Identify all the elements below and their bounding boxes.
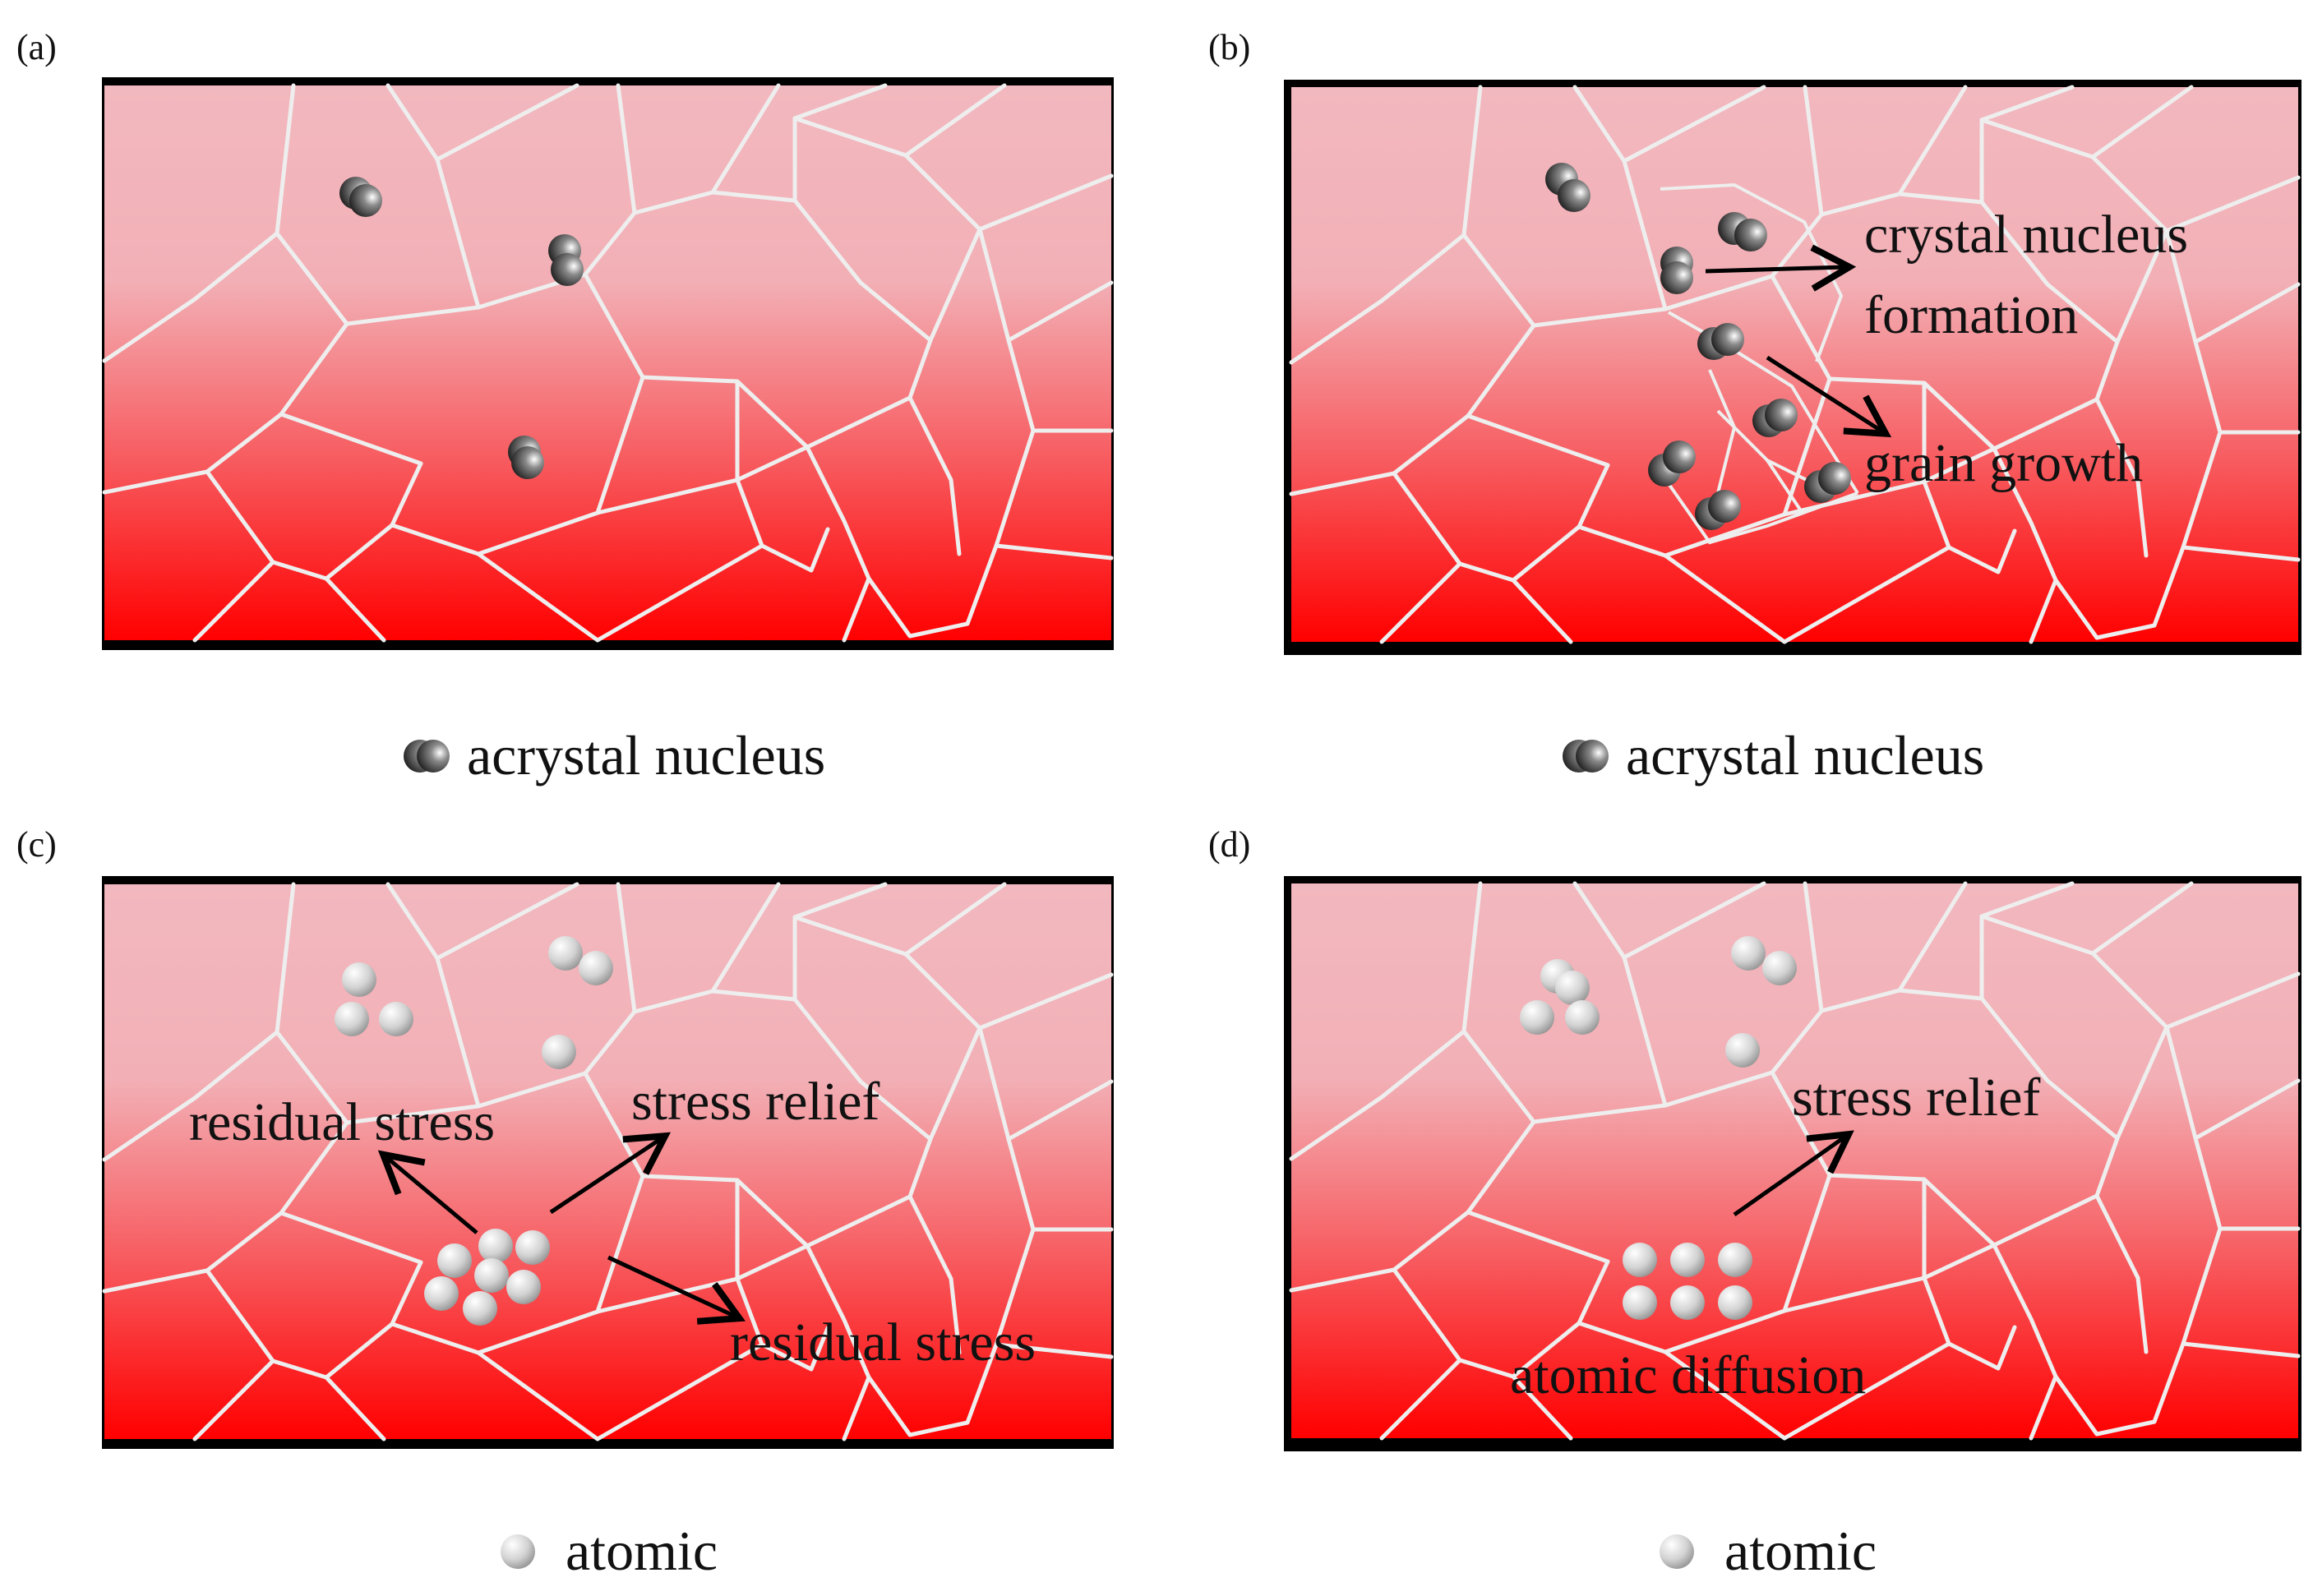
panel-c-atoms <box>335 936 613 1326</box>
atom <box>474 1258 509 1293</box>
panel-b-legend: acrystal nucleus <box>1563 724 1984 786</box>
residual-stress-arrow-right <box>607 1255 746 1325</box>
panel-c-label: (c) <box>16 824 57 865</box>
crystal-nucleus <box>349 184 382 217</box>
panel-a-legend-label: acrystal nucleus <box>467 724 825 786</box>
panel-b-grain-structure <box>1291 87 2298 642</box>
crystal-nucleus <box>511 446 544 479</box>
panel-a-nuclei <box>339 177 584 479</box>
crystal-nucleus <box>1711 323 1744 356</box>
atom <box>1718 1285 1752 1320</box>
atom <box>506 1270 541 1304</box>
atom <box>1670 1243 1705 1277</box>
panel-b-nuclei <box>1545 163 1851 530</box>
atomic-diffusion-annotation: atomic diffusion <box>1510 1345 1866 1405</box>
residual-stress-annotation-upper: residual stress <box>189 1092 495 1152</box>
crystal-nucleus-icon <box>404 740 450 773</box>
atom <box>579 951 613 985</box>
atom <box>424 1276 459 1311</box>
atom <box>1565 1000 1600 1035</box>
stress-relief-annotation: stress relief <box>631 1072 879 1132</box>
panel-d-label: (d) <box>1208 824 1250 865</box>
crystal-nucleus <box>1818 462 1851 495</box>
atom-icon <box>1660 1534 1694 1569</box>
atom <box>437 1243 472 1278</box>
crystal-nucleus <box>1765 399 1798 431</box>
atom <box>1520 1000 1554 1035</box>
panel-b-legend-label: acrystal nucleus <box>1626 724 1984 786</box>
atom <box>478 1229 513 1263</box>
panel-a: (a) acrystal nucleus <box>16 27 1114 786</box>
crystal-nucleus <box>1708 490 1741 523</box>
crystal-nucleus <box>1558 179 1590 212</box>
stress-relief-arrow <box>1733 1130 1854 1217</box>
panel-a-grain-structure <box>104 85 1111 640</box>
atom <box>342 962 376 997</box>
residual-stress-arrow-up <box>377 1150 478 1234</box>
atom <box>1555 971 1590 1005</box>
atom <box>379 1002 413 1036</box>
stress-relief-arrow <box>549 1132 672 1215</box>
residual-stress-annotation-lower: residual stress <box>730 1312 1036 1372</box>
atom <box>335 1002 369 1036</box>
crystal-nucleus <box>1734 219 1767 251</box>
crystal-nucleus <box>1660 261 1693 294</box>
panel-d-legend: atomic <box>1660 1520 1877 1582</box>
panel-b-label: (b) <box>1208 27 1250 67</box>
atom <box>1670 1285 1705 1320</box>
panel-c-legend: atomic <box>501 1520 718 1582</box>
crystal-nucleus <box>551 253 584 286</box>
growth-arrow <box>1766 355 1892 438</box>
atom-icon <box>501 1534 535 1569</box>
grain-growth-annotation: grain growth <box>1864 433 2143 493</box>
atom <box>1623 1285 1657 1320</box>
atom <box>1762 951 1797 985</box>
panel-a-legend: acrystal nucleus <box>404 724 825 786</box>
panel-d: (d) stress relief atomic diffusion atomi… <box>1208 824 2301 1582</box>
atom <box>515 1230 550 1265</box>
crystal-nucleus-icon <box>1563 740 1609 773</box>
stress-relief-annotation: stress relief <box>1792 1068 2040 1128</box>
atom <box>1725 1033 1760 1068</box>
panel-b: (b) <box>1208 27 2301 786</box>
formation-annotation: formation <box>1864 285 2078 345</box>
atom <box>463 1291 497 1326</box>
atom <box>1623 1243 1657 1277</box>
panel-a-label: (a) <box>16 27 57 67</box>
panel-d-legend-label: atomic <box>1724 1520 1877 1582</box>
panel-d-atoms <box>1520 936 1797 1320</box>
nucleation-arrow <box>1705 244 1857 292</box>
atom <box>1731 936 1766 971</box>
crystal-nucleus-annotation: crystal nucleus <box>1864 205 2188 265</box>
crystal-nucleus <box>1663 441 1696 473</box>
panel-c-legend-label: atomic <box>566 1520 718 1582</box>
panel-c: (c) residual stress stress relief residu… <box>16 824 1114 1582</box>
atom <box>1718 1243 1752 1277</box>
atom <box>548 936 583 971</box>
atom <box>542 1035 576 1069</box>
